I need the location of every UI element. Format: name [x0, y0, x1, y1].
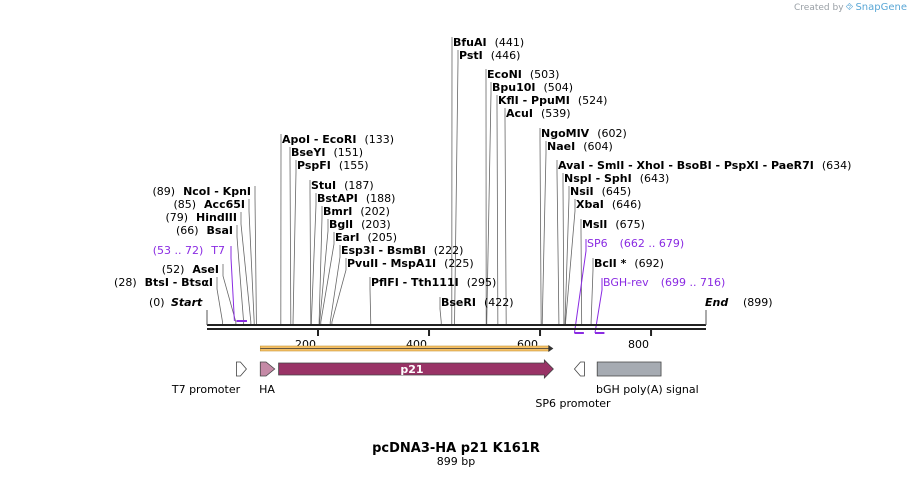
feature-sp6-promoter[interactable] — [573, 361, 585, 377]
feature-bgh-poly-a-signal[interactable] — [596, 361, 662, 377]
site-label-bpu10i: Bpu10I(504) — [492, 81, 573, 94]
site-label-stui: StuI(187) — [311, 179, 374, 192]
site-line-esp3i-bsmbi — [329, 245, 341, 325]
site-label-bseyi: BseYI(151) — [291, 146, 363, 159]
scale-tick-label: 800 — [628, 338, 649, 351]
feature-label-bgh-poly-a-signal: bGH poly(A) signal — [596, 383, 699, 396]
site-line-ngomiv — [539, 128, 542, 325]
site-line-bseri — [439, 297, 442, 325]
site-line-hindiii — [240, 212, 252, 325]
feature-t7-promoter[interactable] — [236, 361, 247, 377]
site-label-bcli: BclI *(692) — [594, 257, 664, 270]
site-label-xbai: XbaI(646) — [576, 198, 641, 211]
site-leader-lines — [216, 37, 594, 325]
feature-ha[interactable] — [259, 361, 276, 377]
primer-line-bgh-rev — [594, 278, 603, 334]
site-line-xbai — [565, 199, 576, 325]
primer-label-t7: (53 .. 72)T7 — [153, 244, 225, 257]
site-label-acc65i: (85)Acc65I — [173, 198, 245, 211]
site-label-bgli: BglI(203) — [329, 218, 391, 231]
site-label-pvuii-mspa1i: PvuII - MspA1I(225) — [347, 257, 474, 270]
primer-label-bgh-rev: BGH-rev(699 .. 716) — [603, 276, 725, 289]
site-label-naei: NaeI(604) — [547, 140, 613, 153]
primer-line-t7 — [230, 246, 235, 322]
site-line-pvuii-mspa1i — [331, 258, 347, 325]
end-position: (899) — [743, 296, 773, 309]
site-line-bpu10i — [486, 82, 492, 325]
site-line-psti — [454, 50, 459, 325]
primer-layer: (53 .. 72)T7 SP6(662 .. 679) BGH-rev(699 .… — [153, 237, 725, 334]
site-label-eari: EarI(205) — [335, 231, 397, 244]
orf-arrow-icon — [548, 345, 554, 352]
site-line-bstapi — [310, 193, 317, 325]
site-label-ncoi-kpni: (89)NcoI - KpnI — [152, 185, 251, 198]
site-line-kfli-ppumi — [496, 95, 499, 325]
site-label-bseri: BseRI(422) — [441, 296, 514, 309]
site-label-apoi-ecori: ApoI - EcoRI(133) — [282, 133, 394, 146]
site-line-bmri — [318, 206, 323, 325]
site-label-nspi-sphi: NspI - SphI(643) — [564, 172, 669, 185]
site-label-bstapi: BstAPI(188) — [317, 192, 395, 205]
site-line-ncoi-kpni — [254, 186, 257, 325]
site-line-bseyi — [289, 147, 292, 325]
backbone — [207, 324, 706, 330]
site-line-nsii — [564, 186, 570, 325]
feature-label-ha: HA — [259, 383, 275, 396]
feature-label-sp6-promoter: SP6 promoter — [535, 397, 611, 410]
feature-label-t7-promoter: T7 promoter — [171, 383, 241, 396]
site-label-pspfi: PspFI(155) — [297, 159, 369, 172]
site-label-acui: AcuI(539) — [506, 107, 571, 120]
site-line-bsai — [236, 225, 245, 325]
primer-line-sp6 — [573, 239, 587, 334]
site-label-pflfi-tth111i: PflFI - Tth111I(295) — [371, 276, 496, 289]
feature-label-p21: p21 — [400, 363, 423, 376]
map-title: pcDNA3-HA p21 K161R — [372, 441, 540, 456]
site-label-msli: MslI(675) — [582, 218, 645, 231]
orf-layer — [259, 345, 554, 352]
site-line-asei — [222, 264, 237, 325]
feature-p21[interactable] — [278, 359, 554, 379]
created-by-label: Created by — [794, 2, 844, 13]
site-line-pspfi — [292, 160, 297, 325]
end-label: End — [705, 296, 728, 309]
site-label-nsii: NsiI(645) — [570, 185, 631, 198]
start-label: Start — [171, 296, 203, 309]
snapgene-logo-icon: ⯑ — [845, 2, 854, 13]
site-line-bcli — [590, 258, 594, 325]
start-position: (0) — [149, 296, 165, 309]
site-label-kfli-ppumi: KflI - PpuMI(524) — [498, 94, 607, 107]
site-label-esp3i-bsmbi: Esp3I - BsmBI(222) — [341, 244, 463, 257]
site-line-bgli — [319, 219, 329, 325]
site-label-psti: PstI(446) — [459, 49, 520, 62]
site-label-avai-smli-xhoi-bsobi-pspxi-paer7i: AvaI - SmlI - XhoI - BsoBI - PspXI - Pae… — [558, 159, 851, 172]
site-line-btsi-bts-i — [216, 277, 223, 325]
site-label-asei: (52)AseI — [162, 263, 219, 276]
site-line-acc65i — [248, 199, 255, 325]
site-line-msli — [580, 219, 583, 325]
site-line-naei — [541, 141, 547, 325]
site-label-bfuai: BfuAI(441) — [453, 36, 524, 49]
site-line-stui — [309, 180, 312, 325]
brand-name: SnapGene — [855, 2, 907, 13]
site-line-avai-smli-xhoi-bsobi-pspxi-paer7i — [556, 160, 560, 325]
site-label-ngomiv: NgoMIV(602) — [541, 127, 627, 140]
site-line-eari — [320, 232, 335, 325]
site-line-acui — [504, 108, 507, 325]
site-label-bsai: (66)BsaI — [176, 224, 233, 237]
map-length: 899 bp — [437, 455, 475, 468]
site-labels: BfuAI(441)PstI(446) EcoNI(503)Bpu10I(504)… — [114, 36, 851, 309]
site-line-nspi-sphi — [562, 173, 565, 325]
site-label-bmri: BmrI(202) — [323, 205, 390, 218]
site-line-pflfi-tth111i — [369, 277, 372, 325]
snapgene-branding: Created by ⯑ SnapGene — [794, 2, 907, 13]
primer-label-sp6: SP6(662 .. 679) — [587, 237, 684, 250]
site-label-econi: EcoNI(503) — [487, 68, 559, 81]
site-label-btsi-bts-i: (28)BtsI - BtsαI — [114, 276, 213, 289]
site-label-hindiii: (79)HindIII — [165, 211, 237, 224]
